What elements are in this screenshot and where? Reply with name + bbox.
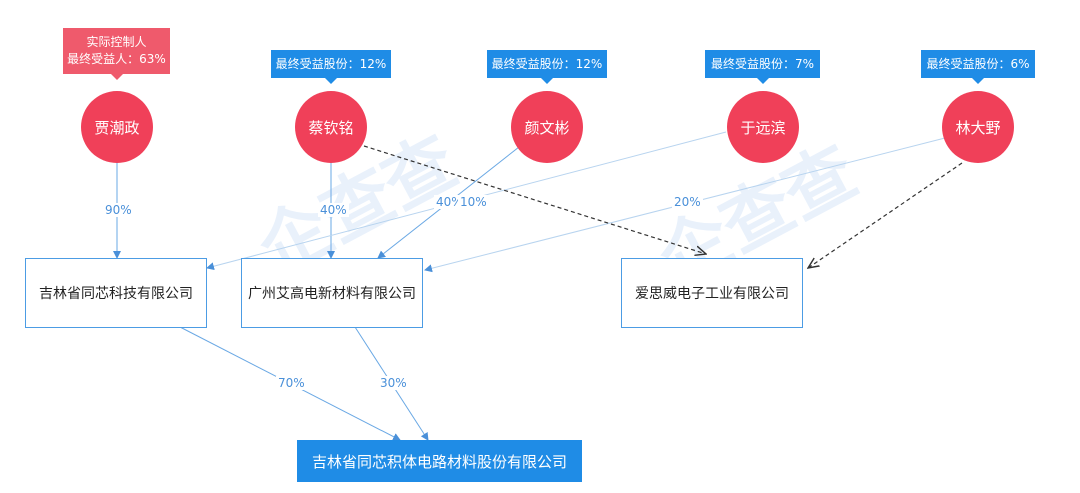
tag-beneficial-share: 最终受益股份：12% xyxy=(487,50,607,84)
tag-beneficial-share: 最终受益股份：6% xyxy=(921,50,1035,84)
tag-line: 最终受益股份：12% xyxy=(491,56,603,71)
person-node[interactable]: 林大野 xyxy=(942,91,1014,163)
person-node[interactable]: 贾潮政 xyxy=(81,91,153,163)
edge-percent-label: 20% xyxy=(672,195,703,209)
edge-percent-label: 90% xyxy=(103,203,134,217)
person-node[interactable]: 颜文彬 xyxy=(511,91,583,163)
tag-line-2: 最终受益人：63% xyxy=(67,52,166,66)
tag-line-1: 实际控制人 xyxy=(86,35,147,49)
tag-line: 最终受益股份：12% xyxy=(275,56,387,71)
edge-percent-label: 70% xyxy=(276,376,307,390)
edge-percent-label: 30% xyxy=(378,376,409,390)
tag-actual-controller: 实际控制人 最终受益人：63% xyxy=(63,28,170,80)
edge-percent-label: 10% xyxy=(458,195,489,209)
edge-percent-label: 40% xyxy=(318,203,349,217)
dashed-edge-cai-to-aisiwei xyxy=(363,145,706,254)
target-company-node[interactable]: 吉林省同芯积体电路材料股份有限公司 xyxy=(297,440,582,482)
company-node-jilin-tongxin-tech[interactable]: 吉林省同芯科技有限公司 xyxy=(25,258,207,328)
tag-line: 最终受益股份：7% xyxy=(710,56,815,71)
edge-percent-label: 40% xyxy=(434,195,465,209)
tag-line: 最终受益股份：6% xyxy=(926,56,1030,71)
company-node-guangzhou-aigao[interactable]: 广州艾高电新材料有限公司 xyxy=(241,258,423,328)
person-node[interactable]: 蔡钦铭 xyxy=(295,91,367,163)
tag-beneficial-share: 最终受益股份：12% xyxy=(271,50,391,84)
tag-beneficial-share: 最终受益股份：7% xyxy=(705,50,820,84)
dashed-edge-lin-to-aisiwei xyxy=(808,162,963,268)
company-node-aisiwei[interactable]: 爱思威电子工业有限公司 xyxy=(621,258,803,328)
person-node[interactable]: 于远滨 xyxy=(727,91,799,163)
